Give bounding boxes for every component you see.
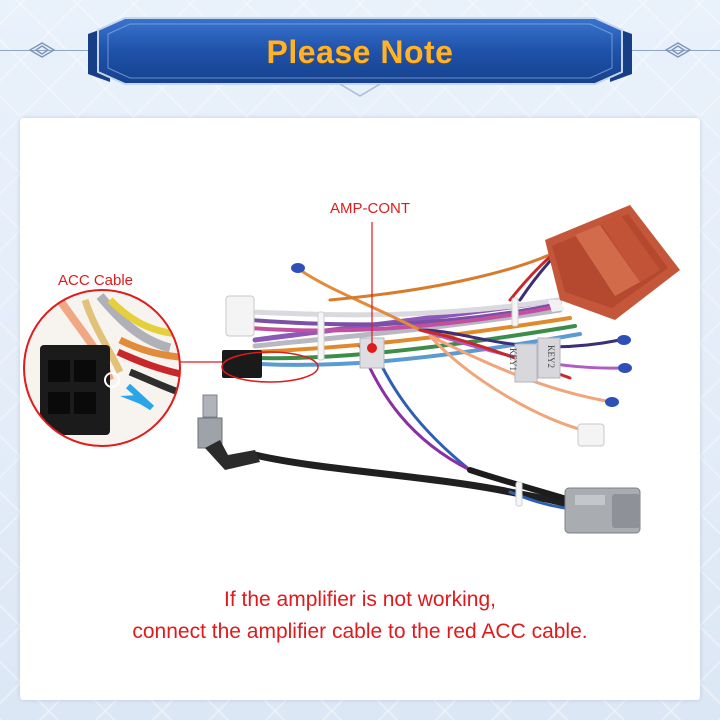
grey-connector xyxy=(564,487,641,534)
zoom-inset xyxy=(23,289,181,447)
key1-tag-text: KEY1 xyxy=(508,348,518,371)
amp-cont-label: AMP-CONT xyxy=(330,200,410,217)
banner-right-line xyxy=(600,50,720,51)
banner-ribbon xyxy=(28,17,692,97)
harness-connector xyxy=(545,205,680,320)
note-line-2: connect the amplifier cable to the red A… xyxy=(132,620,588,643)
banner: Please Note xyxy=(0,0,720,110)
note-line-1: If the amplifier is not working, xyxy=(224,588,496,611)
banner-left-line xyxy=(0,50,120,51)
antenna-adapter xyxy=(197,394,260,470)
key2-tag-text: KEY2 xyxy=(546,345,556,368)
banner-title: Please Note xyxy=(266,34,454,70)
acc-cable-label: ACC Cable xyxy=(58,272,134,289)
